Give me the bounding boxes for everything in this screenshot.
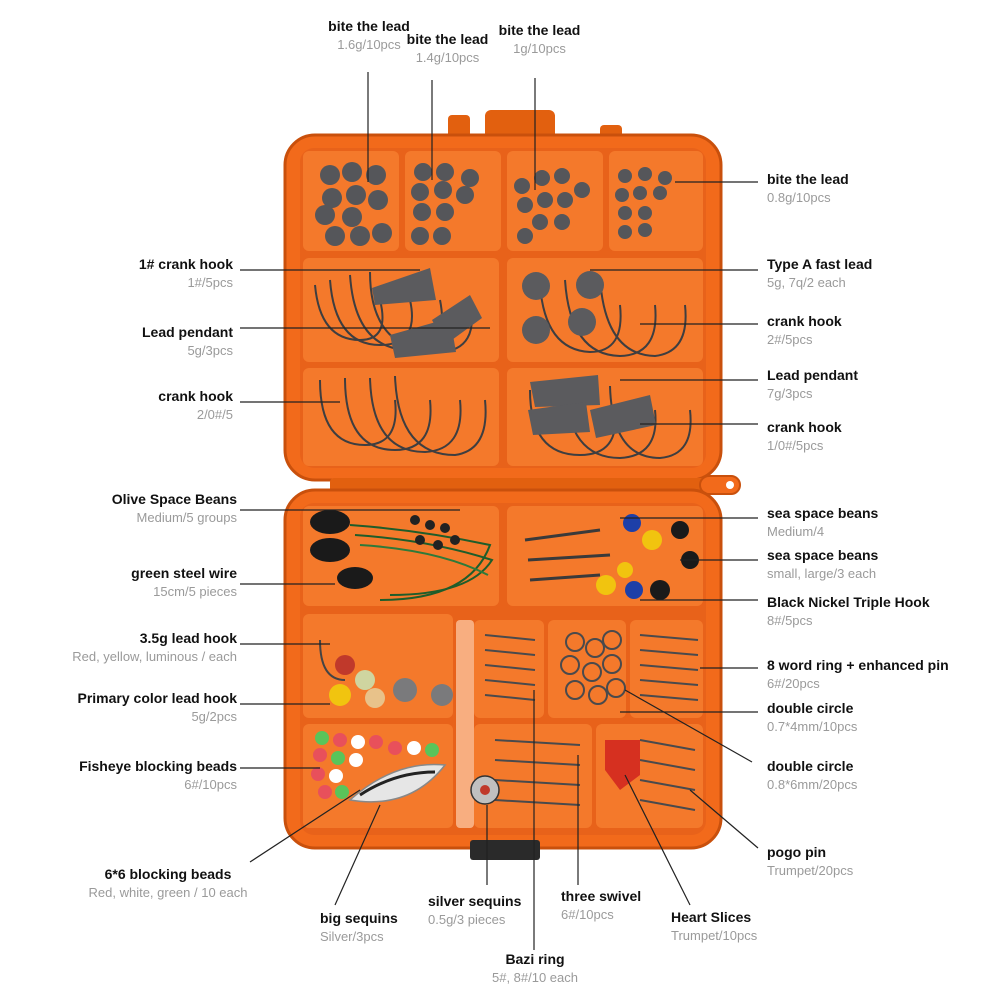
label-name: Lead pendant	[767, 367, 859, 383]
label-name: Type A fast lead	[767, 256, 873, 272]
lead-shot-group	[315, 162, 672, 246]
label-spec: 0.7*4mm/10pcs	[767, 719, 858, 735]
label-spec: 5g/2pcs	[191, 709, 237, 725]
label-name: bite the lead	[406, 31, 489, 47]
label-spec: Medium/5 groups	[136, 510, 237, 526]
label-8-word-ring: 8 word ring + enhanced pin 6#/20pcs	[767, 657, 949, 692]
label-spec: Red, white, green / 10 each	[88, 885, 248, 901]
label-name: Fisheye blocking beads	[79, 758, 237, 774]
label-spec: Medium/4	[767, 524, 825, 540]
label-name: crank hook	[158, 388, 233, 404]
label-fisheye-blocking-beads: Fisheye blocking beads 6#/10pcs	[79, 758, 237, 793]
olive-beans-wire	[310, 510, 494, 601]
label-spec: 5g, 7q/2 each	[767, 275, 846, 291]
label-bite-lead-1-4g: bite the lead 1.4g/10pcs	[400, 31, 495, 66]
label-spec: 0.5g/3 pieces	[428, 912, 506, 928]
label-name: Black Nickel Triple Hook	[767, 594, 930, 610]
label-spec: 1.4g/10pcs	[415, 50, 480, 66]
label-black-nickel-triple-hook: Black Nickel Triple Hook 8#/5pcs	[767, 594, 930, 629]
label-name: Heart Slices	[671, 909, 752, 925]
swivels-rings	[484, 630, 699, 811]
label-name: Lead pendant	[141, 324, 233, 340]
label-big-sequins: big sequins Silver/3pcs	[320, 910, 398, 945]
label-bite-lead-1g: bite the lead 1g/10pcs	[492, 22, 587, 57]
label-name: 8 word ring + enhanced pin	[767, 657, 949, 673]
label-name: pogo pin	[767, 844, 827, 860]
label-spec: 0.8g/10pcs	[767, 190, 831, 206]
label-name: sea space beans	[767, 547, 879, 563]
label-sea-space-beans-medium: sea space beans Medium/4	[767, 505, 878, 540]
label-spec: 6#/10pcs	[561, 907, 614, 923]
label-name: three swivel	[561, 888, 642, 904]
label-spec: 6#/20pcs	[767, 676, 820, 692]
label-bite-lead-0-8g: bite the lead 0.8g/10pcs	[767, 171, 849, 206]
label-bite-lead-1-6g: bite the lead 1.6g/10pcs	[310, 18, 428, 53]
label-crank-hook-2-0: crank hook 2/0#/5	[158, 388, 233, 423]
label-spec: Silver/3pcs	[320, 929, 384, 945]
label-spec: 1#/5pcs	[187, 275, 233, 291]
label-name: crank hook	[767, 419, 842, 435]
label-lead-pendant-7g: Lead pendant 7g/3pcs	[767, 367, 858, 402]
label-name: Olive Space Beans	[111, 491, 237, 507]
label-name: 3.5g lead hook	[139, 630, 237, 646]
label-name: double circle	[767, 700, 854, 716]
label-crank-hook-2: crank hook 2#/5pcs	[767, 313, 842, 348]
label-name: bite the lead	[328, 18, 410, 34]
label-name: sea space beans	[767, 505, 879, 521]
label-spec: 1.6g/10pcs	[337, 37, 401, 53]
label-double-circle-0-8: double circle 0.8*6mm/20pcs	[767, 758, 857, 793]
label-lead-pendant-5g: Lead pendant 5g/3pcs	[142, 324, 233, 359]
leader-lines	[240, 72, 759, 950]
label-green-steel-wire: green steel wire 15cm/5 pieces	[131, 565, 237, 600]
label-type-a-fast-lead: Type A fast lead 5g, 7q/2 each	[767, 256, 872, 291]
label-spec: 2/0#/5	[196, 407, 233, 423]
label-spec: small, large/3 each	[767, 566, 877, 582]
label-three-swivel: three swivel 6#/10pcs	[561, 888, 641, 923]
label-3-5g-lead-hook: 3.5g lead hook Red, yellow, luminous / e…	[72, 630, 237, 665]
label-name: big sequins	[320, 910, 398, 926]
label-spec: 2#/5pcs	[767, 332, 813, 348]
label-double-circle-0-7: double circle 0.7*4mm/10pcs	[767, 700, 857, 735]
label-spec: Red, yellow, luminous / each	[72, 649, 237, 665]
label-primary-color-lead-hook: Primary color lead hook 5g/2pcs	[78, 690, 238, 725]
label-crank-hook-1-0: crank hook 1/0#/5pcs	[767, 419, 842, 454]
label-spec: Trumpet/20pcs	[767, 863, 854, 879]
label-spec: 1/0#/5pcs	[767, 438, 824, 454]
label-olive-space-beans: Olive Space Beans Medium/5 groups	[112, 491, 237, 526]
label-name: 6*6 blocking beads	[104, 866, 232, 882]
label-name: silver sequins	[428, 893, 522, 909]
label-name: 1# crank hook	[138, 256, 233, 272]
label-spec: 8#/5pcs	[767, 613, 813, 629]
label-spec: 1g/10pcs	[513, 41, 566, 57]
label-6x6-blocking-beads: 6*6 blocking beads Red, white, green / 1…	[68, 866, 268, 901]
label-silver-sequins: silver sequins 0.5g/3 pieces	[428, 893, 521, 928]
label-sea-space-beans-small-large: sea space beans small, large/3 each	[767, 547, 878, 582]
label-spec: 0.8*6mm/20pcs	[767, 777, 858, 793]
label-spec: 5g/3pcs	[187, 343, 233, 359]
label-name: crank hook	[767, 313, 842, 329]
label-name: double circle	[767, 758, 854, 774]
label-name: bite the lead	[767, 171, 849, 187]
lead-pendant-group	[372, 268, 656, 438]
label-spec: 5#, 8#/10 each	[491, 970, 579, 986]
label-name: green steel wire	[131, 565, 237, 581]
label-1-crank-hook: 1# crank hook 1#/5pcs	[139, 256, 233, 291]
label-spec: 15cm/5 pieces	[153, 584, 237, 600]
label-name: bite the lead	[498, 22, 581, 38]
lead-hooks-beads	[311, 639, 453, 803]
label-bazi-ring: Bazi ring 5#, 8#/10 each	[480, 951, 590, 986]
label-name: Bazi ring	[505, 951, 565, 967]
label-heart-slices: Heart Slices Trumpet/10pcs	[671, 909, 757, 944]
label-spec: 6#/10pcs	[184, 777, 237, 793]
label-name: Primary color lead hook	[77, 690, 238, 706]
label-spec: 7g/3pcs	[767, 386, 813, 402]
label-pogo-pin: pogo pin Trumpet/20pcs	[767, 844, 853, 879]
label-spec: Trumpet/10pcs	[671, 928, 758, 944]
